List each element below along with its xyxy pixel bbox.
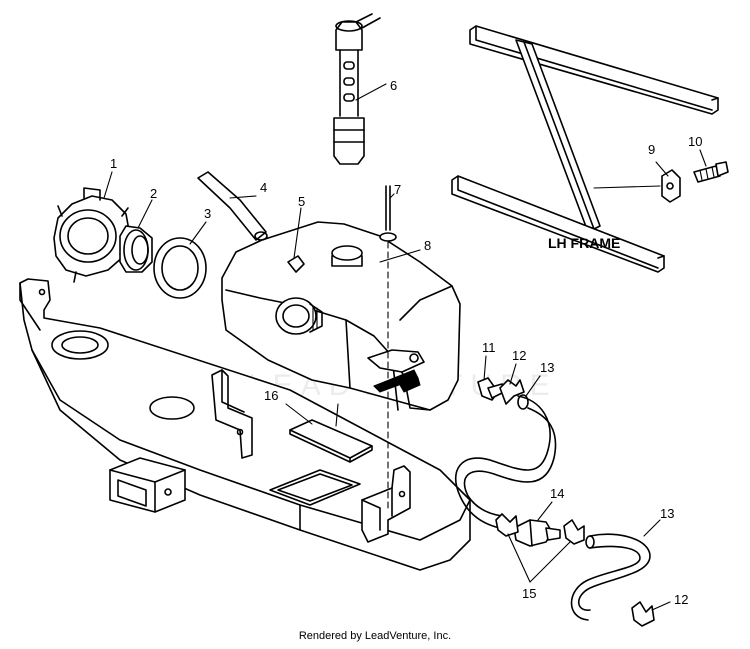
leader-lines	[103, 83, 707, 611]
bracket-bolt	[693, 161, 729, 183]
callout-1: 1	[110, 156, 117, 171]
fuel-hose-lower	[570, 533, 651, 621]
callout-14: 14	[550, 486, 564, 501]
callout-4: 4	[260, 180, 267, 195]
callout-6: 6	[390, 78, 397, 93]
callout-7: 7	[394, 182, 401, 197]
fuel-filter	[495, 513, 585, 547]
callout-10: 10	[688, 134, 702, 149]
footer-credit: Rendered by LeadVenture, Inc.	[298, 630, 452, 642]
callout-2: 2	[150, 186, 157, 201]
vent-hose	[197, 171, 268, 241]
callout-11: 11	[482, 340, 496, 355]
fuel-hose-upper	[454, 394, 557, 529]
callout-15: 15	[522, 586, 536, 601]
fuel-cap	[53, 187, 131, 283]
fuel-gauge	[333, 13, 381, 165]
callout-13-lower: 13	[660, 506, 674, 521]
callout-12: 12	[512, 348, 526, 363]
callouts: 1 2 3 4 5 6 7 8 9 10 11 12 13 14 15 16 1…	[110, 78, 702, 607]
hose-clamp-lower	[631, 601, 655, 627]
fuel-tank	[221, 221, 461, 411]
callout-8: 8	[424, 238, 431, 253]
chassis-frame	[19, 278, 471, 571]
frame-label: LH FRAME	[548, 235, 620, 251]
callout-3: 3	[204, 206, 211, 221]
callout-5: 5	[298, 194, 305, 209]
callout-13: 13	[540, 360, 554, 375]
callout-9: 9	[648, 142, 655, 157]
frame-bracket	[661, 169, 681, 203]
neck-adapter	[119, 225, 153, 273]
callout-12-lower: 12	[674, 592, 688, 607]
lh-frame	[451, 25, 719, 273]
hose-clamp-upper	[499, 379, 525, 405]
gasket-ring	[153, 237, 207, 299]
mounting-rod	[379, 185, 397, 511]
callout-16: 16	[264, 388, 278, 403]
foam-pad	[289, 419, 373, 463]
